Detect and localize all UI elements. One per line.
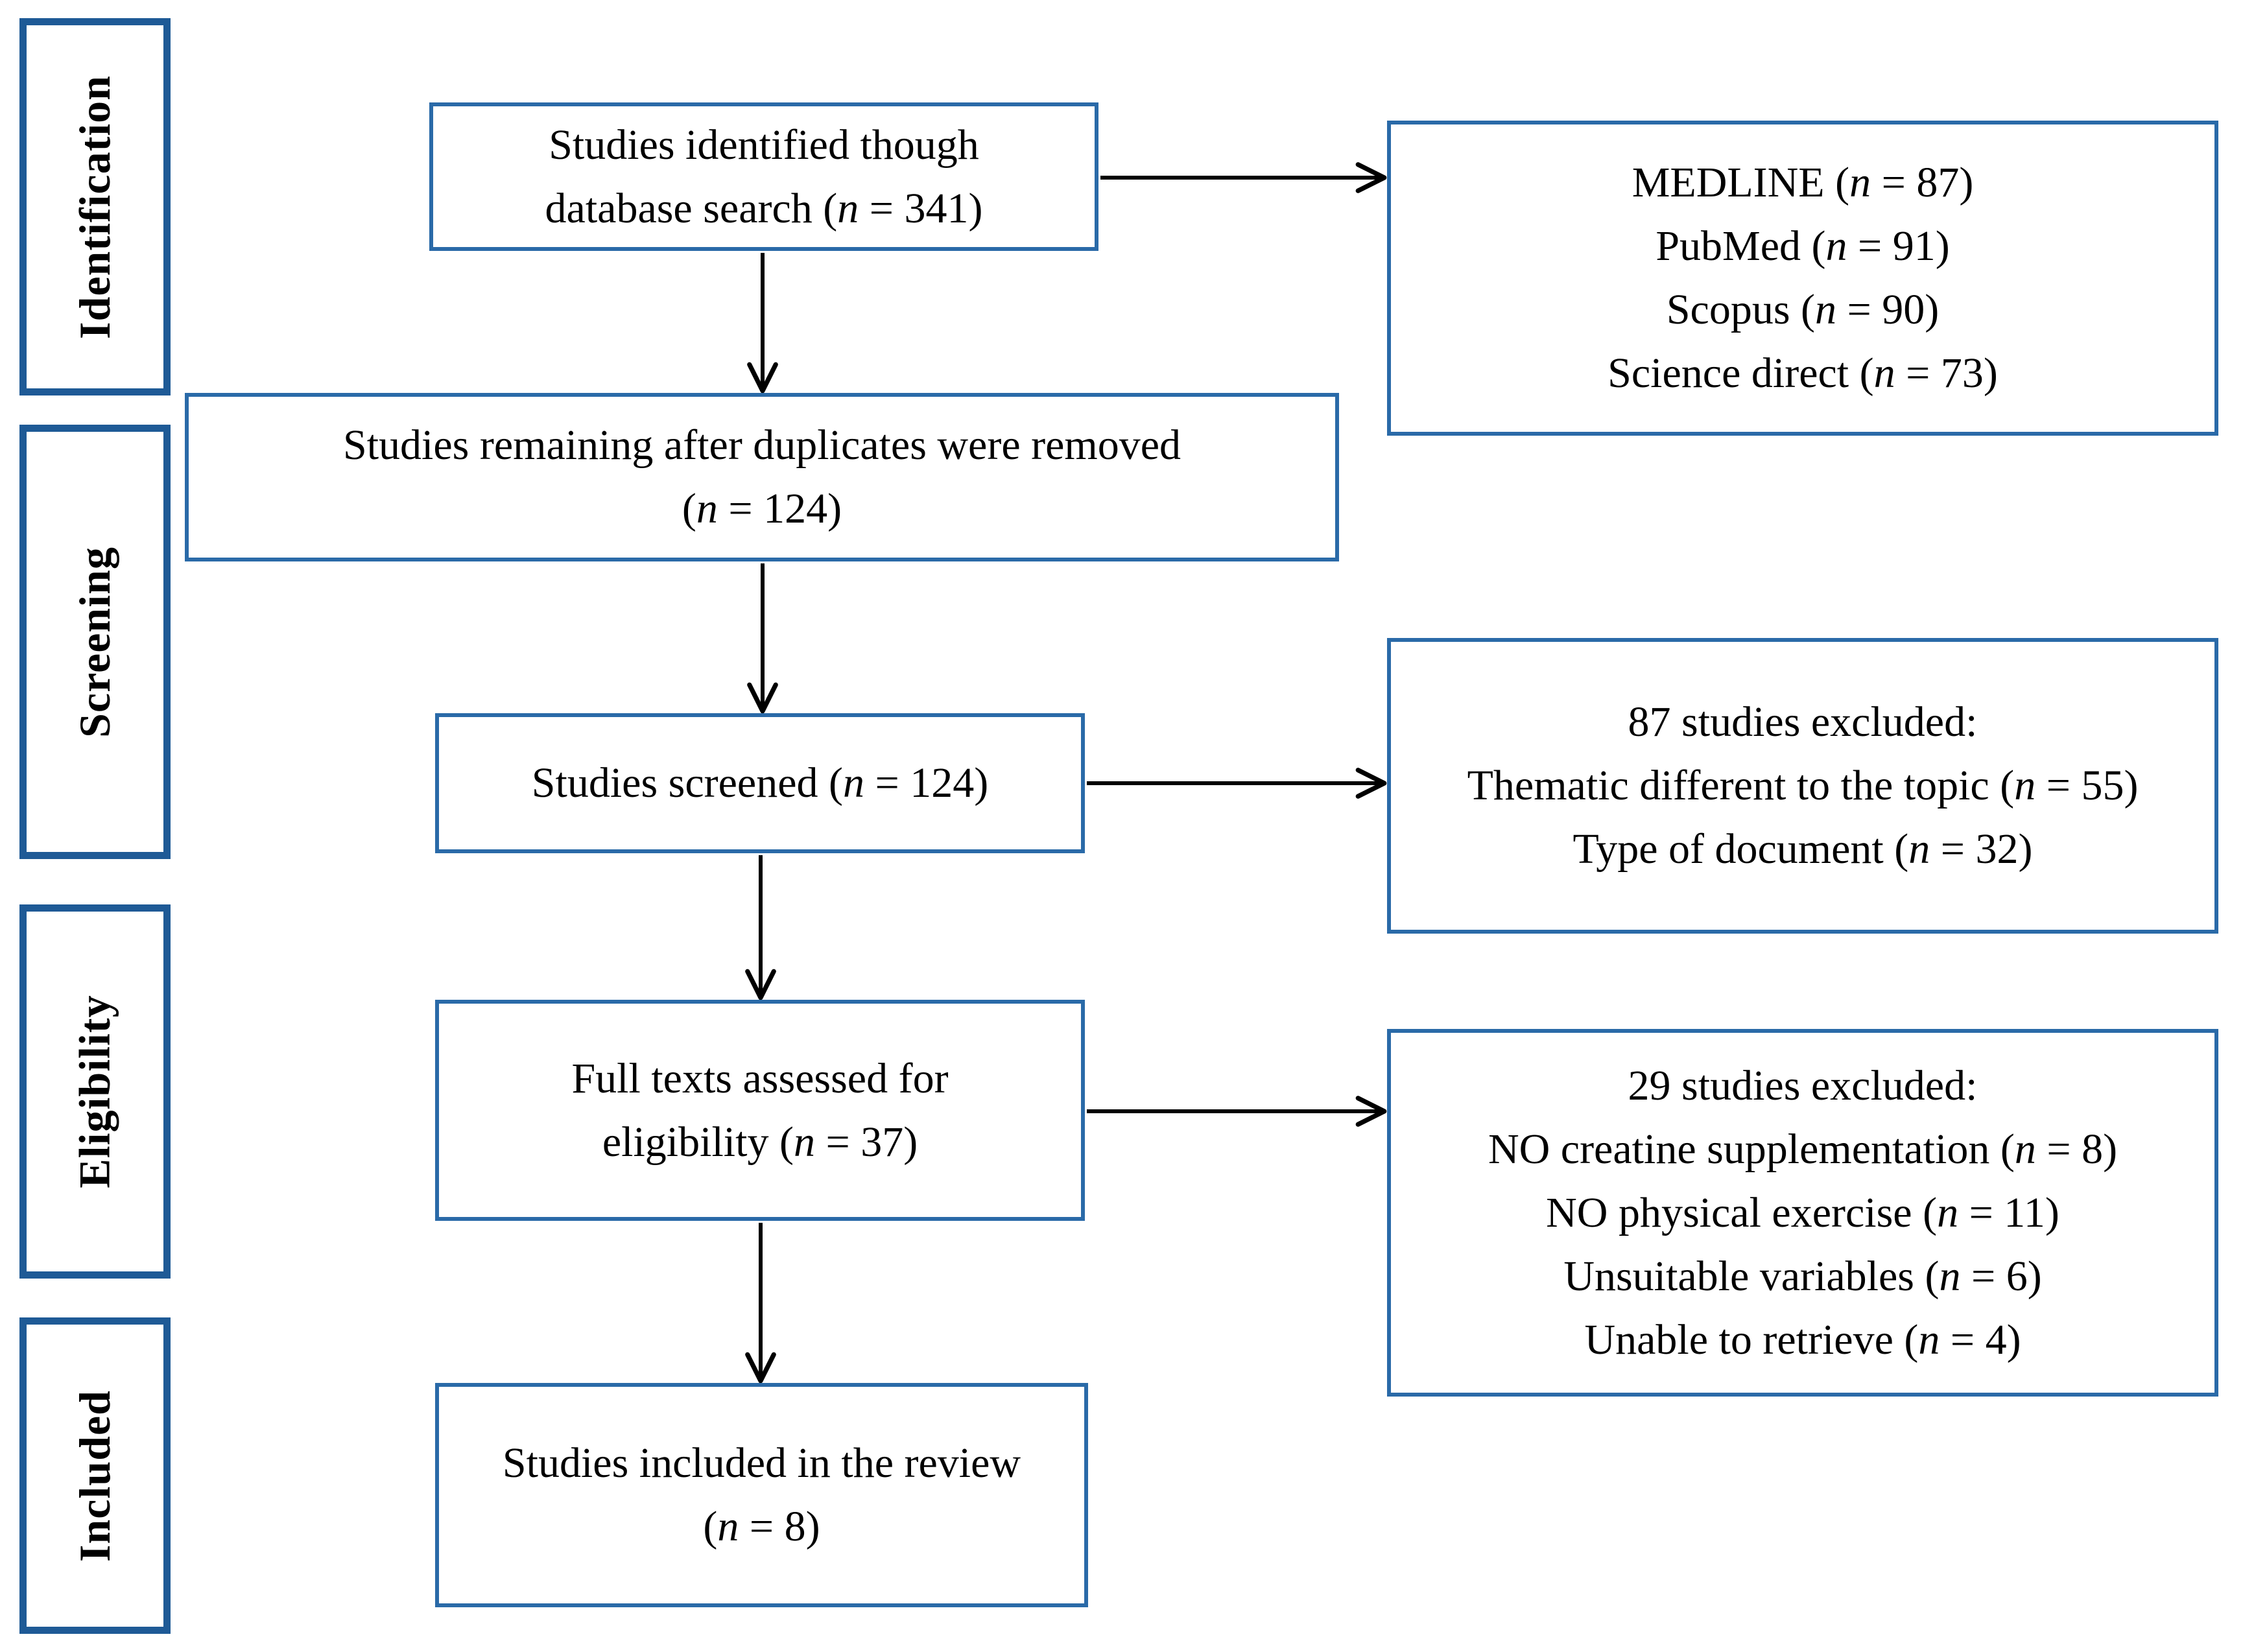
side-box-line: MEDLINE (n = 87): [1632, 159, 1974, 206]
flow-box-identified: Studies identified though database searc…: [429, 102, 1098, 251]
side-box-line: Unable to retrieve (n = 4): [1584, 1316, 2021, 1363]
flow-box-line: Studies identified though: [549, 121, 979, 169]
stage-screening: Screening: [19, 425, 171, 859]
flow-box-included: Studies included in the review (n = 8): [435, 1383, 1088, 1607]
side-box-excluded-eligibility: 29 studies excluded: NO creatine supplem…: [1387, 1029, 2218, 1397]
flow-box-line: (n = 124): [682, 485, 842, 532]
side-box-line: PubMed (n = 91): [1656, 222, 1950, 270]
side-box-line: NO physical exercise (n = 11): [1546, 1188, 2059, 1236]
stage-identification-label: Identification: [70, 75, 119, 339]
side-box-line: 87 studies excluded:: [1628, 698, 1978, 746]
flow-box-line: Studies remaining after duplicates were …: [342, 421, 1181, 469]
flow-box-line: (n = 8): [703, 1503, 820, 1550]
side-box-line: Type of document (n = 32): [1572, 825, 2033, 873]
side-box-line: 29 studies excluded:: [1628, 1061, 1978, 1109]
side-box-line: Unsuitable variables (n = 6): [1563, 1252, 2042, 1300]
flow-box-line: Studies screened (n = 124): [531, 759, 989, 807]
flow-box-line: Full texts assessed for: [571, 1054, 949, 1102]
side-box-line: Thematic different to the topic (n = 55): [1467, 762, 2139, 809]
flow-box-screened: Studies screened (n = 124): [435, 713, 1085, 853]
stage-included-label: Included: [70, 1389, 119, 1562]
side-box-line: NO creatine supplementation (n = 8): [1488, 1125, 2118, 1173]
stage-included: Included: [19, 1317, 171, 1634]
stage-screening-label: Screening: [70, 546, 120, 738]
flow-box-line: eligibility (n = 37): [602, 1118, 918, 1166]
stage-eligibility-label: Eligibility: [70, 995, 119, 1188]
side-box-line: Scopus (n = 90): [1666, 286, 1940, 333]
stage-eligibility: Eligibility: [19, 904, 171, 1279]
flow-box-line: database search (n = 341): [545, 184, 983, 232]
side-box-databases: MEDLINE (n = 87) PubMed (n = 91) Scopus …: [1387, 121, 2218, 436]
flow-box-line: Studies included in the review: [502, 1439, 1021, 1487]
side-box-excluded-screening: 87 studies excluded: Thematic different …: [1387, 638, 2218, 934]
flow-box-full-text: Full texts assessed for eligibility (n =…: [435, 1000, 1085, 1221]
flow-box-after-duplicates: Studies remaining after duplicates were …: [185, 393, 1339, 561]
stage-identification: Identification: [19, 18, 171, 395]
side-box-line: Science direct (n = 73): [1608, 349, 1998, 397]
